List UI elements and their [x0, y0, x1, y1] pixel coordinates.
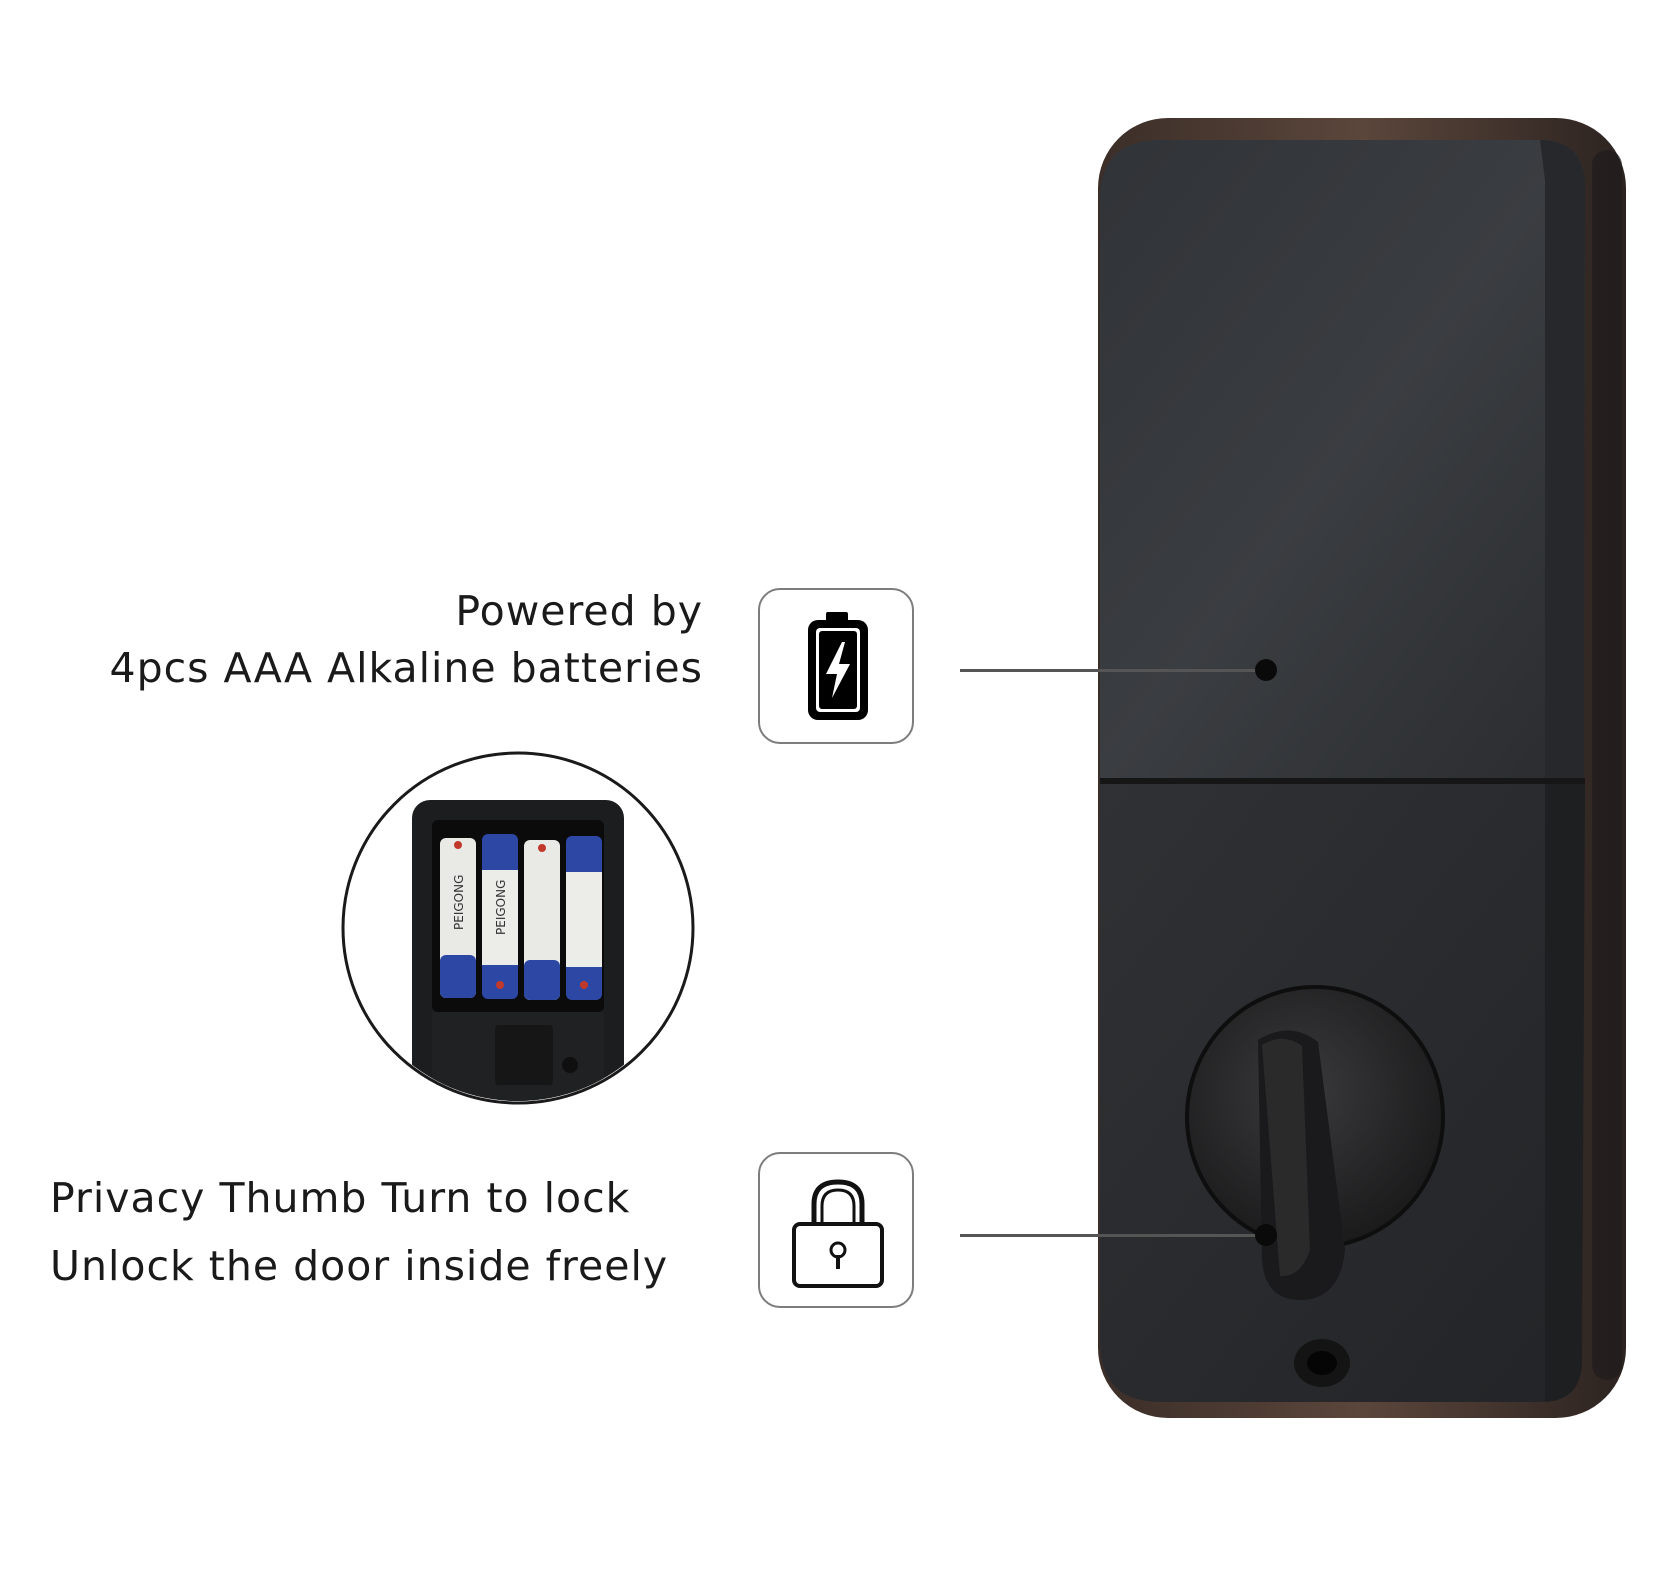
battery-compartment-inset: PEIGONG PEIGONG — [341, 751, 695, 1105]
lock-body — [1098, 118, 1626, 1418]
battery-charging-icon — [808, 612, 868, 720]
battery-leader-dot — [1255, 659, 1277, 681]
lock-leader-dot — [1255, 1224, 1277, 1246]
battery-feature-line1: Powered by — [455, 587, 703, 635]
lock-icon-box — [758, 1152, 914, 1308]
battery-leader-line — [960, 669, 1265, 672]
padlock-icon — [792, 1179, 884, 1288]
aaa-batteries: PEIGONG PEIGONG — [440, 834, 602, 1000]
battery-brand-label: PEIGONG — [452, 875, 466, 930]
lock-leader-line — [960, 1234, 1265, 1237]
thumb-turn-knob — [1185, 985, 1445, 1300]
lock-feature-line1: Privacy Thumb Turn to lock — [50, 1174, 631, 1222]
lock-feature-text: Privacy Thumb Turn to lock Unlock the do… — [50, 1164, 668, 1300]
battery-feature-text: Powered by 4pcs AAA Alkaline batteries — [110, 583, 703, 697]
lock-feature-line2: Unlock the door inside freely — [50, 1242, 669, 1290]
battery-feature-line2: 4pcs AAA Alkaline batteries — [109, 644, 703, 692]
battery-brand-label: PEIGONG — [494, 880, 508, 935]
battery-icon-box — [758, 588, 914, 744]
battery-cover — [1100, 140, 1585, 780]
